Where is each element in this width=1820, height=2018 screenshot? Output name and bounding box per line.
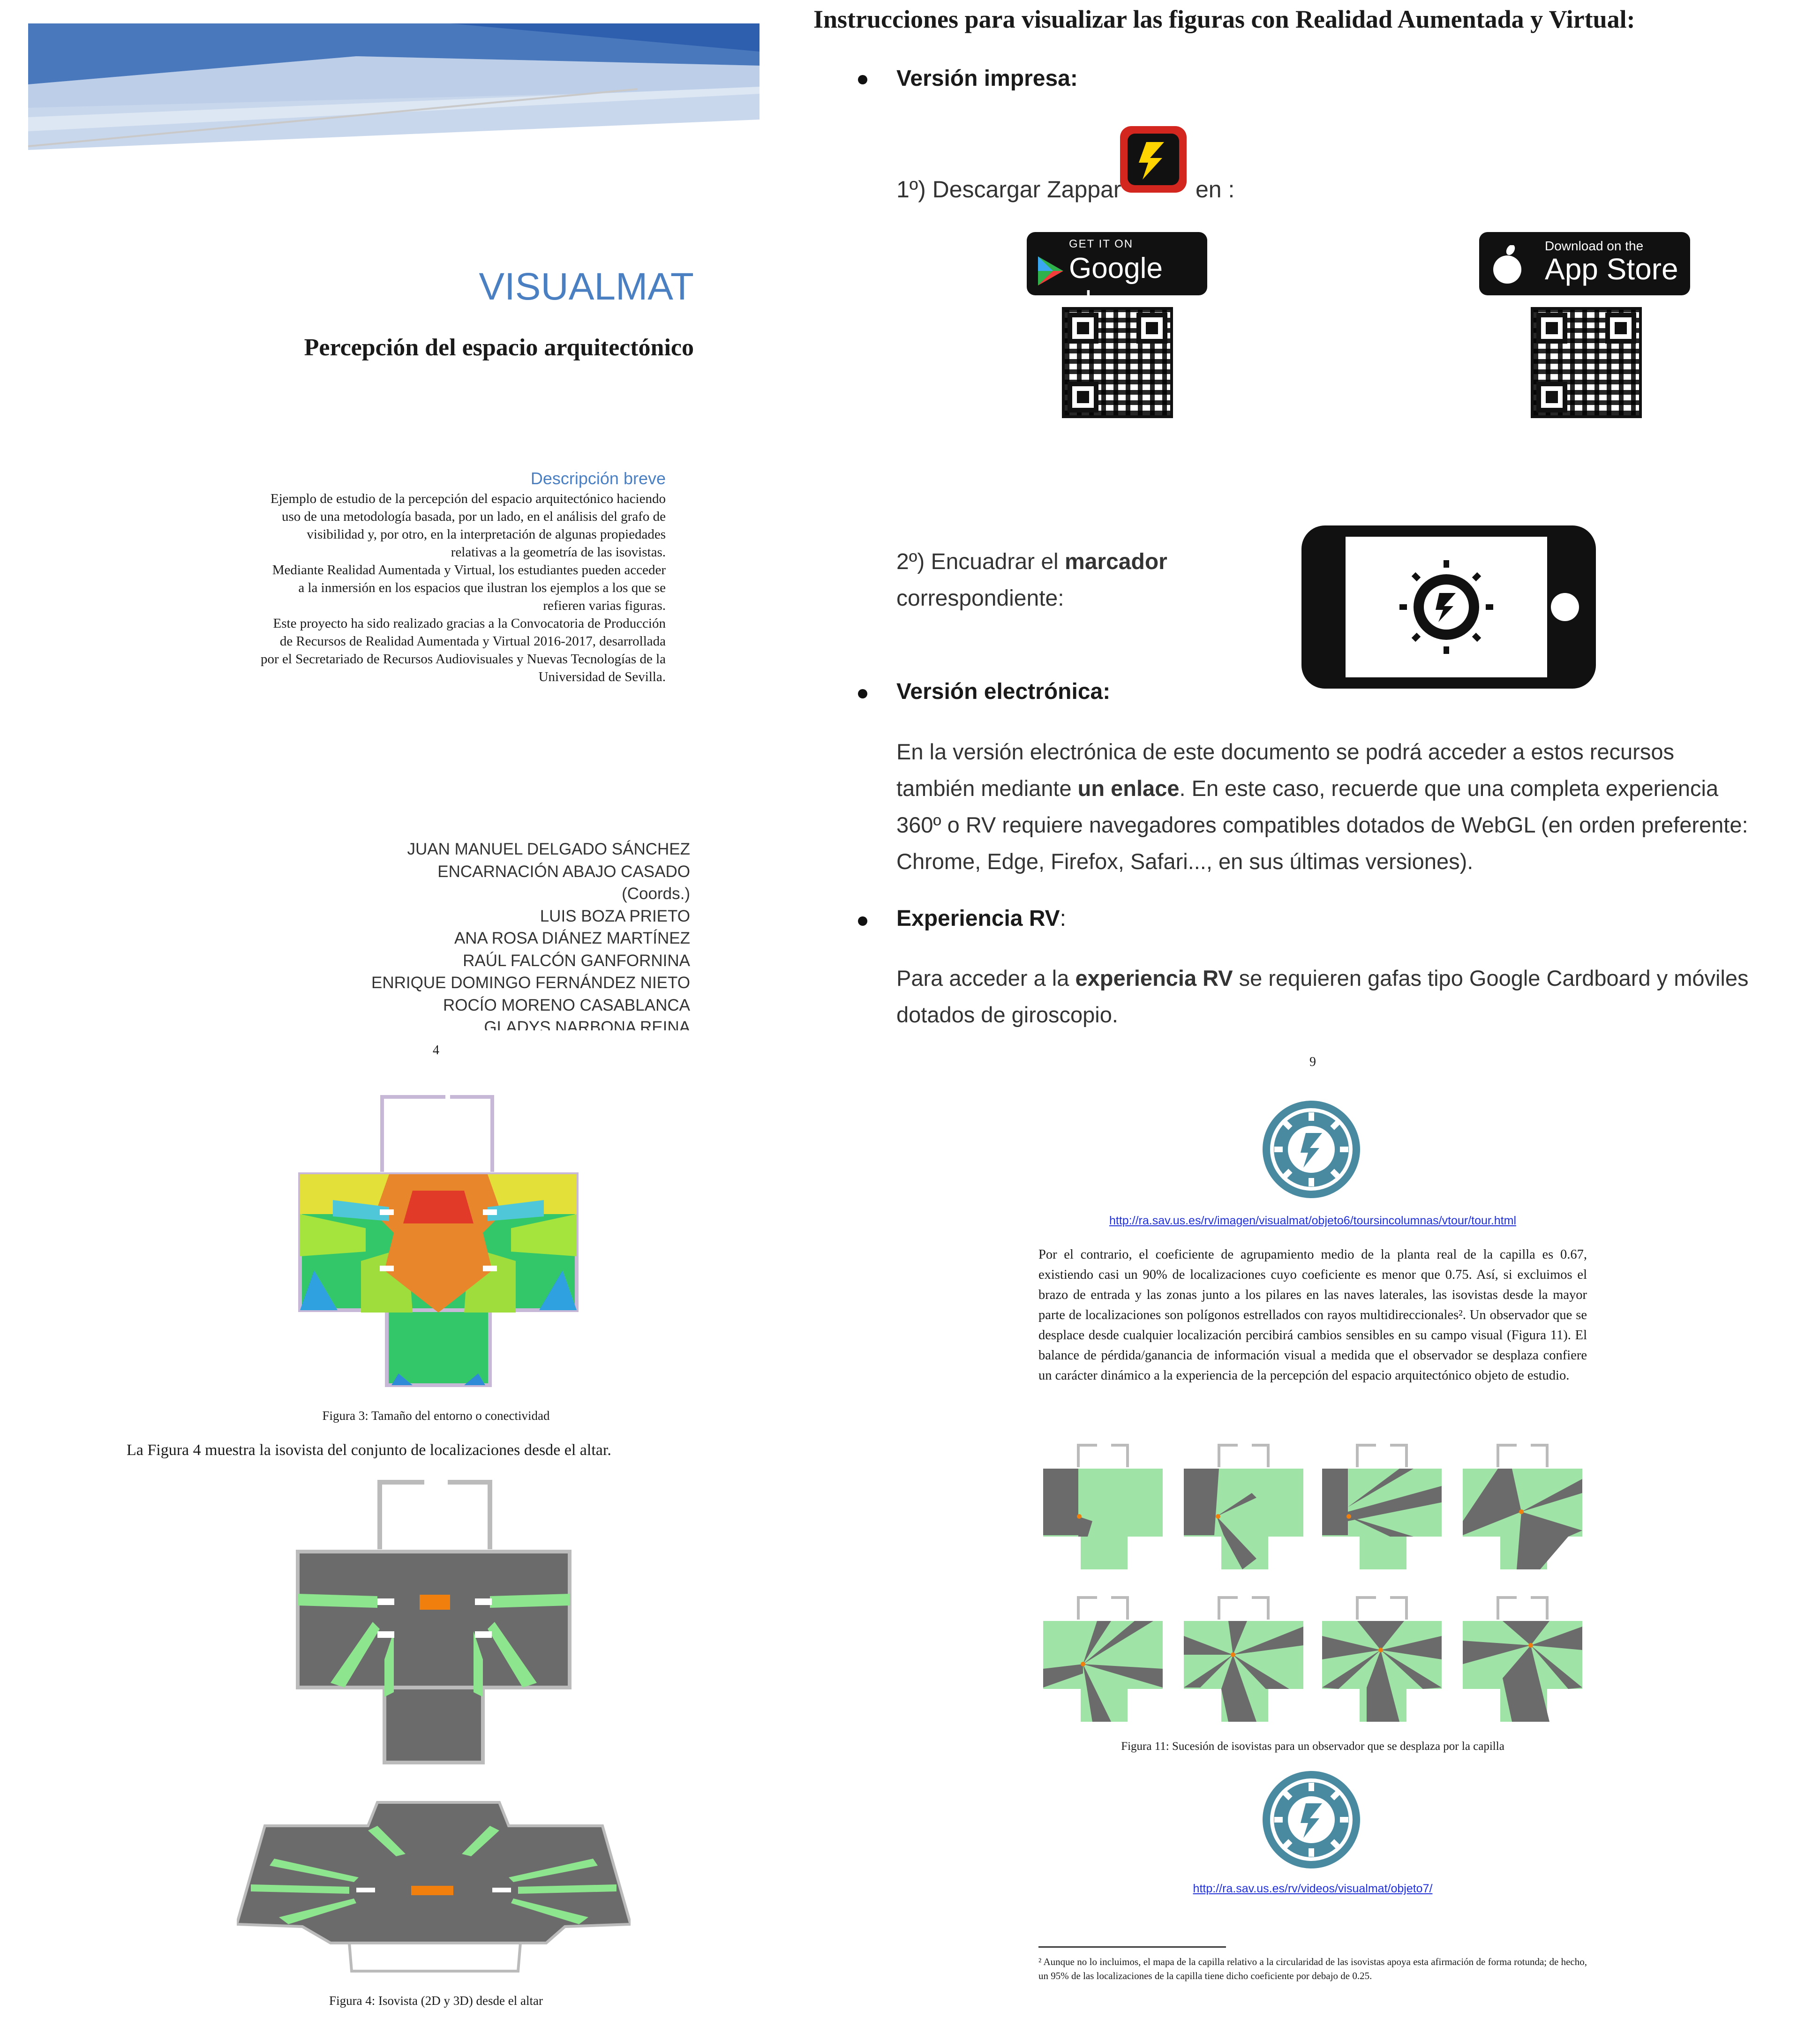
isovist-thumbnail — [1184, 1596, 1303, 1722]
cover-header-band — [28, 23, 760, 150]
figure3-connectivity-plan — [298, 1095, 579, 1387]
isovist-thumbnail — [1463, 1596, 1582, 1722]
author-name: ANA ROSA DIÁNEZ MARTÍNEZ — [454, 929, 690, 947]
author-name: GLADYS NARBONA REINA — [484, 1018, 690, 1030]
figure3-caption: Figura 3: Tamaño del entorno o conectivi… — [322, 1409, 550, 1423]
phone-marker-icon — [1301, 525, 1596, 689]
zappar-marker-icon[interactable] — [1261, 1099, 1362, 1200]
printed-version-label: Versión impresa: — [896, 66, 1078, 91]
bullet-icon — [858, 916, 867, 926]
electronic-paragraph: En la versión electrónica de este docume… — [896, 739, 1748, 874]
figure4-caption: Figura 4: Isovista (2D y 3D) desde el al… — [329, 1994, 543, 2008]
zappar-logo-icon — [1120, 126, 1187, 193]
step2-text: 2º) Encuadrar el marcador correspondient… — [896, 549, 1167, 611]
tour-link[interactable]: http://ra.sav.us.es/rv/imagen/visualmat/… — [1109, 1214, 1516, 1227]
step1-suffix: en : — [1196, 176, 1235, 203]
abstract-body: Ejemplo de estudio de la percepción del … — [261, 491, 666, 684]
step1-text: 1º) Descargar Zappar — [896, 176, 1121, 203]
abstract-heading: Descripción breve — [530, 469, 666, 488]
isovist-thumbnail — [1322, 1444, 1442, 1569]
author-name: ROCÍO MORENO CASABLANCA — [443, 996, 690, 1014]
figure4-isovist-3d — [237, 1801, 631, 1973]
page-number: 4 — [433, 1043, 439, 1058]
body-text: La Figura 4 muestra la isovista del conj… — [127, 1441, 611, 1459]
bullet-icon — [858, 689, 867, 698]
apple-icon — [1493, 245, 1521, 284]
isovist-thumbnail — [1463, 1444, 1582, 1569]
instructions-heading: Instrucciones para visualizar las figura… — [813, 5, 1635, 33]
author-name: ENCARNACIÓN ABAJO CASADO — [437, 862, 690, 881]
cover-subtitle: Percepción del espacio arquitectónico — [304, 334, 694, 361]
footnote: ² Aunque no lo incluimos, el mapa de la … — [1038, 1956, 1587, 1981]
author-name: RAÚL FALCÓN GANFORNINA — [463, 951, 690, 970]
isovist-thumbnail — [1184, 1444, 1303, 1569]
google-play-qr-code — [1062, 307, 1173, 418]
google-play-badge[interactable]: GET IT ON Google play — [1027, 232, 1207, 318]
body-paragraph: Por el contrario, el coeficiente de agru… — [1038, 1247, 1587, 1383]
app-store-qr-code — [1531, 307, 1642, 418]
page-number: 9 — [1309, 1055, 1316, 1069]
video-link[interactable]: http://ra.sav.us.es/rv/videos/visualmat/… — [1193, 1882, 1433, 1895]
author-name: ENRIQUE DOMINGO FERNÁNDEZ NIETO — [371, 974, 690, 992]
footnote-divider — [1038, 1946, 1226, 1948]
figure11-caption: Figura 11: Sucesión de isovistas para un… — [1121, 1740, 1504, 1753]
author-name: JUAN MANUEL DELGADO SÁNCHEZ — [407, 840, 690, 858]
isovist-thumbnail — [1043, 1444, 1163, 1569]
app-store-badge[interactable]: Download on the App Store — [1479, 232, 1690, 295]
cover-title: VISUALMAT — [479, 265, 694, 308]
vr-experience-label: Experiencia RV: — [896, 906, 1066, 931]
vr-paragraph: Para acceder a la experiencia RV se requ… — [896, 966, 1749, 1027]
zappar-marker-icon[interactable] — [1261, 1770, 1362, 1870]
author-list: JUAN MANUEL DELGADO SÁNCHEZ ENCARNACIÓN … — [328, 838, 690, 1030]
google-play-icon — [1038, 256, 1063, 285]
isovist-thumbnail — [1322, 1596, 1442, 1722]
author-name: LUIS BOZA PRIETO — [540, 907, 690, 925]
isovist-thumbnail — [1043, 1596, 1163, 1722]
author-role: (Coords.) — [622, 885, 690, 903]
bullet-icon — [858, 75, 867, 84]
electronic-version-label: Versión electrónica: — [896, 679, 1111, 704]
figure4-isovist-2d — [296, 1480, 572, 1764]
